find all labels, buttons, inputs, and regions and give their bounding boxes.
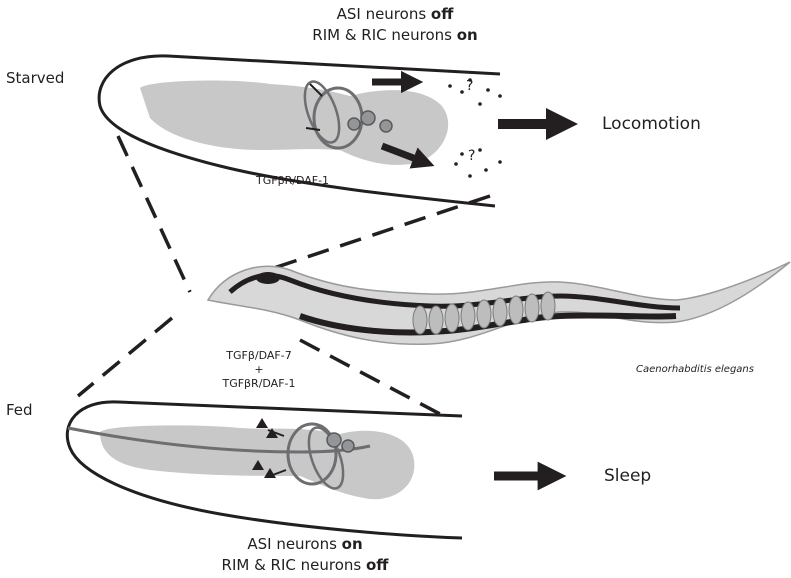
fed-neuron-soma	[327, 433, 341, 447]
starved-receptor-label: TGFβR/DAF-1	[256, 174, 329, 188]
fed-neuron-status: ASI neurons on RIM & RIC neurons off	[190, 534, 420, 576]
starved-unknown-mark-lower: ?	[468, 148, 475, 164]
starved-asi-line: ASI neurons off	[280, 4, 510, 25]
fed-state-label: Fed	[6, 401, 33, 419]
fed-rim-prefix: RIM & RIC neurons	[222, 556, 366, 574]
starved-asi-prefix: ASI neurons	[337, 5, 431, 23]
fed-ligand-line1: TGFβ/DAF-7	[208, 349, 310, 363]
starved-rim-prefix: RIM & RIC neurons	[312, 26, 456, 44]
starved-state-label: Starved	[6, 69, 64, 87]
starved-neuron-soma	[361, 111, 375, 125]
fed-asi-state: on	[342, 535, 363, 553]
starved-rim-state: on	[457, 26, 478, 44]
locomotion-label: Locomotion	[602, 114, 701, 134]
fed-asi-prefix: ASI neurons	[247, 535, 341, 553]
fed-ligand-plus: +	[208, 363, 310, 377]
fed-rim-line: RIM & RIC neurons off	[190, 555, 420, 576]
fed-rim-state: off	[366, 556, 388, 574]
fed-asi-line: ASI neurons on	[190, 534, 420, 555]
fed-ligand-line2: TGFβR/DAF-1	[208, 377, 310, 391]
species-label: Caenorhabditis elegans	[636, 364, 754, 375]
starved-asi-state: off	[431, 5, 453, 23]
fed-head-panel	[67, 402, 552, 538]
starved-neuron-status: ASI neurons off RIM & RIC neurons on	[280, 4, 510, 46]
starved-unknown-mark-upper: ?	[466, 78, 473, 94]
starved-rim-line: RIM & RIC neurons on	[280, 25, 510, 46]
fed-ligand-receptor-label: TGFβ/DAF-7 + TGFβR/DAF-1	[208, 349, 310, 391]
starved-head-panel	[99, 56, 562, 206]
sleep-label: Sleep	[604, 466, 651, 486]
c-elegans-worm	[208, 262, 790, 344]
